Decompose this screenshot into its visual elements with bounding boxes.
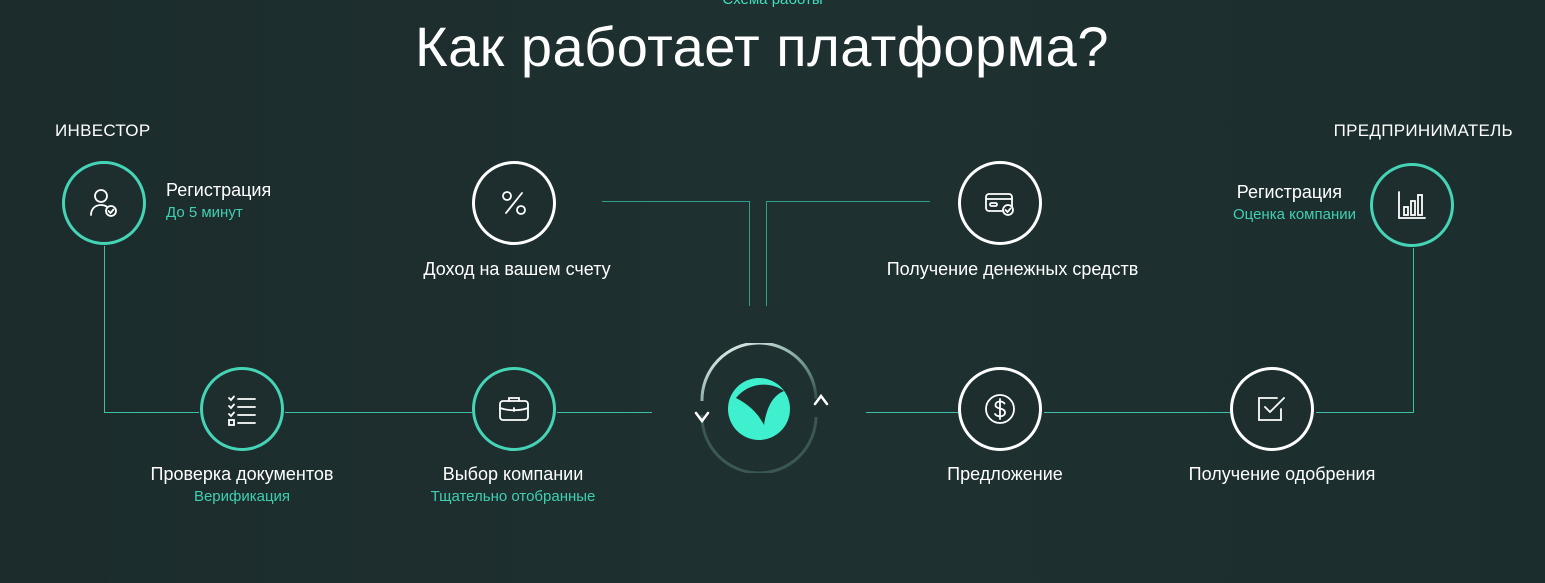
document-check-title: Проверка документов [150,464,334,484]
approval-title: Получение одобрения [1188,464,1376,484]
user-check-icon [90,189,117,217]
bar-chart-icon [1398,191,1426,219]
platform-hub [688,341,830,475]
company-choice-circle [472,367,556,451]
percent-icon [502,191,526,215]
funds-receipt-title: Получение денежных средств [886,259,1139,279]
company-choice-subtitle: Тщательно отобранные [430,488,596,505]
entrepreneur-registration-circle [1370,163,1454,247]
company-choice-title: Выбор компании [442,464,584,484]
briefcase-icon [499,397,529,421]
entrepreneur-registration-subtitle: Оценка компании [1232,206,1356,223]
dollar-icon [985,394,1015,424]
approval-circle [1230,367,1314,451]
offer-circle [958,367,1042,451]
wallet-check-icon [985,193,1014,216]
income-title: Доход на вашем счету [423,259,611,279]
checkbox-icon [1258,397,1285,421]
investor-registration-title: Регистрация [166,180,272,200]
document-check-circle [200,367,284,451]
checklist-icon [228,395,256,426]
funds-receipt-circle [958,161,1042,245]
page-title: Как работает платформа? [415,15,1109,78]
offer-title: Предложение [947,464,1063,484]
platform-logo-icon [694,341,829,475]
section-eyebrow: Схема работы [0,0,1545,8]
investor-registration-circle [62,161,146,245]
entrepreneur-registration-title: Регистрация [1236,182,1342,202]
investor-registration-subtitle: До 5 минут [166,204,243,221]
investor-label: ИНВЕСТОР [55,121,151,140]
document-check-subtitle: Верификация [193,488,291,505]
entrepreneur-label: ПРЕДПРИНИМАТЕЛЬ [1333,121,1513,140]
income-circle [472,161,556,245]
